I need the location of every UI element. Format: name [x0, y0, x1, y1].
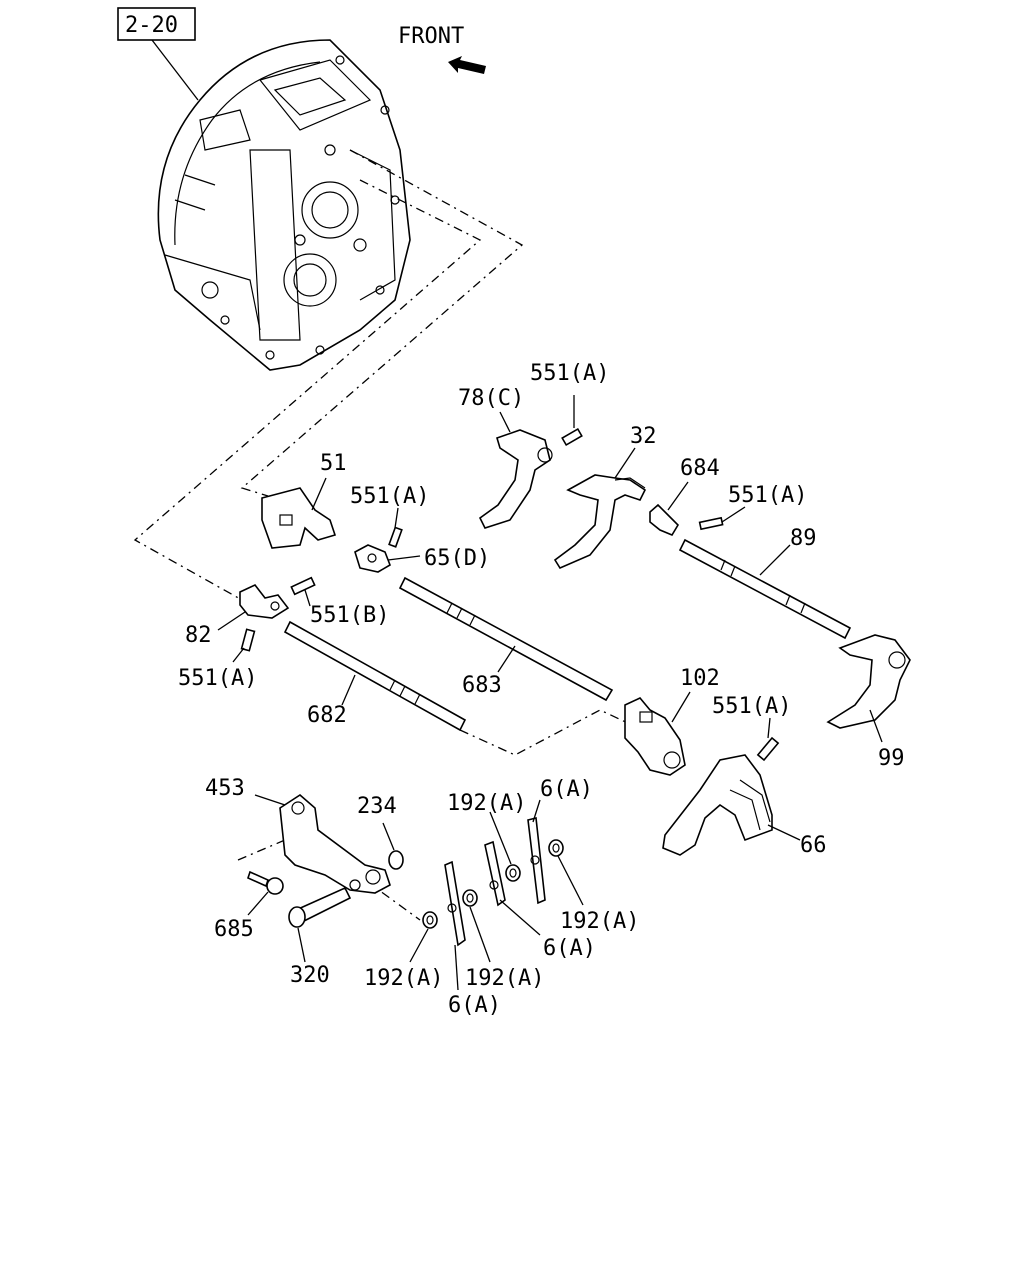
label-683: 683	[462, 673, 502, 698]
spring-pin-4	[240, 628, 256, 652]
shift-shaft-682	[283, 620, 467, 732]
label-6a-3: 6(A)	[448, 993, 501, 1018]
label-66: 66	[800, 833, 827, 858]
label-192a-3: 192(A)	[364, 966, 443, 991]
label-192a-4: 192(A)	[465, 966, 544, 991]
label-192a-1: 192(A)	[447, 791, 526, 816]
shift-link-6a-1	[444, 860, 466, 947]
washer-192a-4	[462, 889, 478, 907]
label-65d: 65(D)	[424, 546, 490, 571]
transmission-case	[157, 39, 411, 371]
shift-fork-99	[826, 634, 911, 729]
shift-block-51	[261, 487, 337, 549]
shift-fork-32	[553, 474, 647, 570]
label-82: 82	[185, 623, 212, 648]
spring-pin-1	[561, 427, 583, 447]
washer-192a-1	[505, 864, 521, 882]
label-6a-1: 6(A)	[540, 777, 593, 802]
shift-shaft-683	[398, 576, 614, 702]
label-551a-4: 551(A)	[178, 666, 257, 691]
label-6a-2: 6(A)	[543, 936, 596, 961]
spring-pin-2	[698, 516, 724, 531]
snap-ring-234	[388, 850, 404, 870]
shift-block-102	[624, 697, 686, 776]
reference-box: 2-20	[117, 7, 199, 101]
label-453: 453	[205, 776, 245, 801]
front-label: FRONT	[398, 24, 464, 49]
shift-block-65d	[354, 544, 391, 573]
shift-link-6a-3	[527, 817, 546, 905]
front-indicator: FRONT	[398, 24, 486, 74]
shift-link-6a-2	[484, 840, 506, 907]
shift-fork-78c	[478, 429, 553, 529]
washer-192a-3	[422, 911, 438, 929]
label-78c: 78(C)	[458, 386, 524, 411]
label-234: 234	[357, 794, 397, 819]
label-102: 102	[680, 666, 720, 691]
label-192a-2: 192(A)	[560, 909, 639, 934]
label-682: 682	[307, 703, 347, 728]
pin-320	[288, 886, 352, 928]
label-551a-3: 551(A)	[350, 484, 429, 509]
label-685: 685	[214, 917, 254, 942]
label-684: 684	[680, 456, 720, 481]
label-551a-1: 551(A)	[530, 361, 609, 386]
bolt-685	[247, 870, 284, 895]
shift-fork-66	[662, 754, 773, 856]
pin-551b	[290, 576, 316, 596]
washer-192a-2	[548, 839, 564, 857]
spring-pin-5	[756, 736, 780, 762]
label-51: 51	[320, 451, 347, 476]
label-99: 99	[878, 746, 905, 771]
label-32: 32	[630, 424, 657, 449]
reference-box-label: 2-20	[125, 13, 178, 38]
label-551a-2: 551(A)	[728, 483, 807, 508]
shift-block-82	[239, 584, 290, 619]
label-320: 320	[290, 963, 330, 988]
front-arrow-icon	[448, 56, 486, 74]
label-551b: 551(B)	[310, 603, 389, 628]
spring-pin-3	[388, 526, 403, 548]
label-551a-5: 551(A)	[712, 694, 791, 719]
connection-lines	[133, 149, 633, 921]
shift-shaft-89	[678, 538, 852, 640]
interlock-684	[649, 503, 680, 537]
label-89: 89	[790, 526, 817, 551]
bracket-453	[279, 794, 391, 894]
